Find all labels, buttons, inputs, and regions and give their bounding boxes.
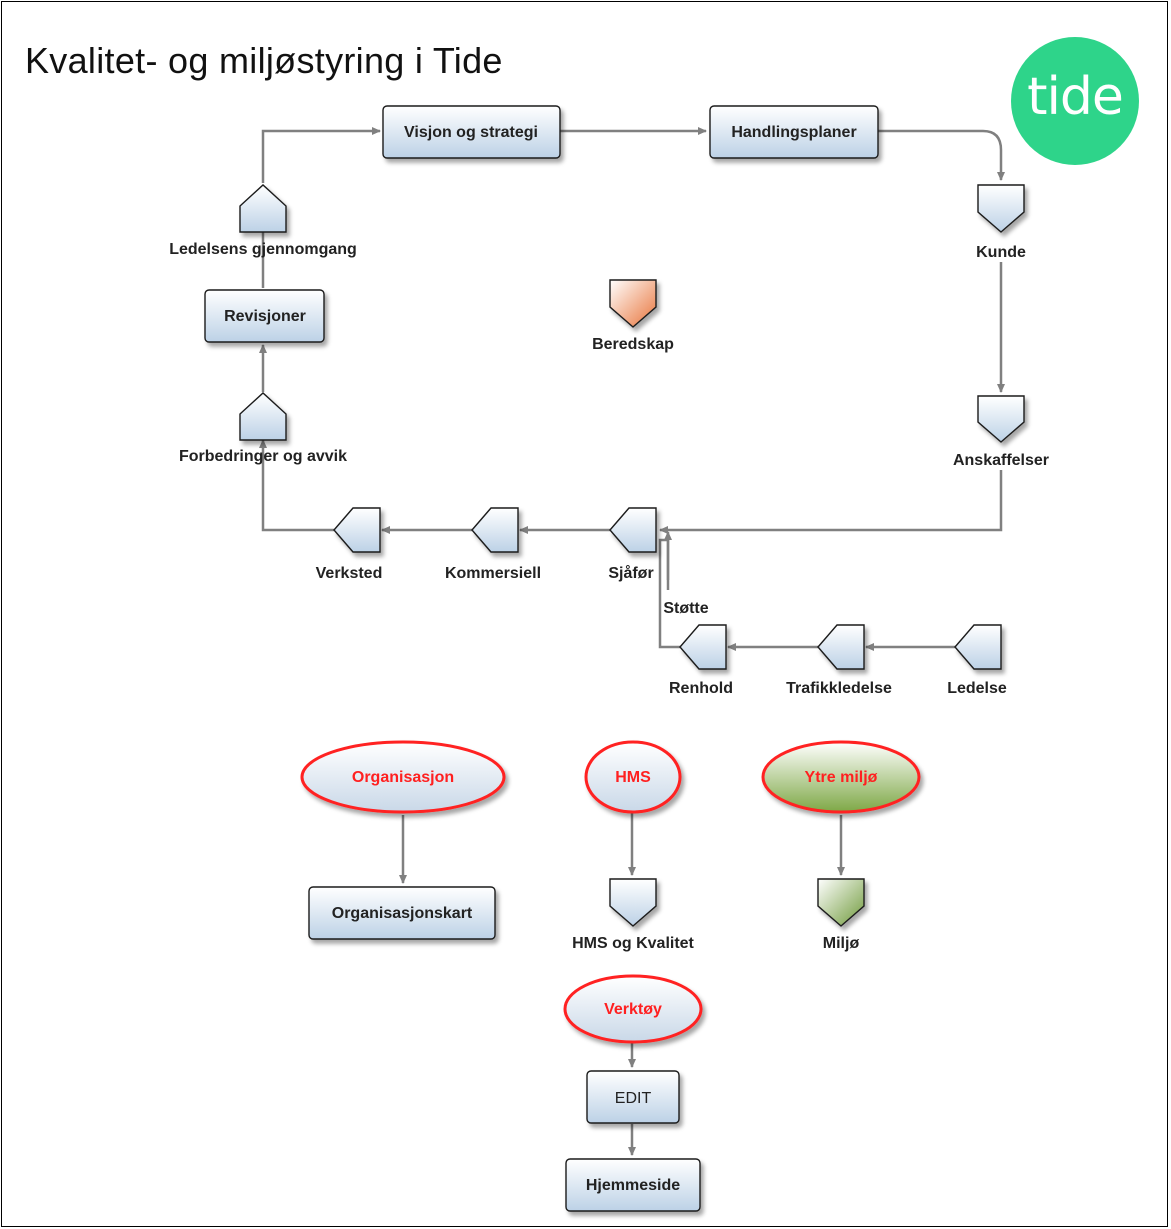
node-label: Kunde: [976, 244, 1026, 261]
node-verksted[interactable]: Verksted: [316, 507, 383, 582]
node-label: Ytre miljø: [805, 769, 878, 786]
node-label: Organisasjonskart: [332, 905, 473, 922]
node-sjafor[interactable]: Sjåfør: [608, 507, 657, 582]
node-hms[interactable]: HMS: [584, 740, 682, 814]
node-organisasjon[interactable]: Organisasjon: [300, 740, 506, 814]
node-hms-kvalitet[interactable]: HMS og Kvalitet: [572, 878, 695, 952]
connectors: [259, 127, 1005, 1156]
node-label: Visjon og strategi: [404, 124, 538, 141]
node-revisjoner[interactable]: Revisjoner: [204, 289, 325, 343]
node-ledelse[interactable]: Ledelse: [947, 624, 1007, 697]
node-ledelsens[interactable]: Ledelsens gjennomgang: [169, 184, 357, 258]
node-label: Ledelse: [947, 680, 1007, 697]
node-trafikkledelse[interactable]: Trafikkledelse: [786, 624, 892, 697]
node-label: Kommersiell: [445, 565, 541, 582]
node-label: Ledelsens gjennomgang: [169, 241, 357, 258]
node-label: Hjemmeside: [586, 1177, 680, 1194]
stotte-label: Støtte: [663, 600, 708, 617]
node-label: Miljø: [823, 935, 860, 952]
connector-ledelsens-visjon: [261, 127, 381, 183]
node-forbedringer[interactable]: Forbedringer og avvik: [179, 392, 347, 465]
node-kunde[interactable]: Kunde: [976, 184, 1026, 261]
node-label: Trafikkledelse: [786, 680, 892, 697]
node-label: Organisasjon: [352, 769, 454, 786]
node-miljo[interactable]: Miljø: [817, 878, 865, 952]
node-label: Revisjoner: [224, 308, 306, 325]
connector-verksted-forbedringer: [259, 439, 334, 532]
logo-text: tide: [1027, 67, 1124, 127]
node-kommersiell[interactable]: Kommersiell: [445, 507, 541, 582]
node-label: Anskaffelser: [953, 452, 1049, 469]
node-hjemmeside[interactable]: Hjemmeside: [565, 1158, 701, 1212]
node-label: Renhold: [669, 680, 733, 697]
connector-renhold-sjafor: [658, 538, 680, 649]
node-label: Verktøy: [604, 1001, 662, 1018]
node-edit[interactable]: EDIT: [586, 1070, 680, 1124]
node-label: HMS og Kvalitet: [572, 935, 694, 952]
node-label: Sjåfør: [608, 564, 653, 582]
node-label: EDIT: [615, 1090, 652, 1107]
node-beredskap[interactable]: Beredskap: [592, 279, 674, 353]
node-anskaffelser[interactable]: Anskaffelser: [953, 395, 1049, 469]
tide-logo: tide: [1011, 37, 1139, 165]
node-label: Beredskap: [592, 336, 674, 353]
node-verktoy[interactable]: Verktøy: [563, 974, 703, 1044]
node-label: Forbedringer og avvik: [179, 448, 347, 465]
connector-handlingsplaner-kunde: [878, 129, 1005, 181]
node-label: Handlingsplaner: [731, 124, 856, 141]
page-title: Kvalitet- og miljøstyring i Tide: [25, 40, 503, 81]
node-handlingsplaner[interactable]: Handlingsplaner: [709, 105, 879, 159]
node-organisasjonskart[interactable]: Organisasjonskart: [308, 886, 496, 940]
node-ytre-miljo[interactable]: Ytre miljø: [761, 740, 921, 814]
node-renhold[interactable]: Renhold: [669, 624, 733, 697]
node-visjon[interactable]: Visjon og strategi: [382, 105, 561, 159]
connector-anskaffelser-sjafor: [659, 470, 1003, 534]
node-label: HMS: [615, 769, 651, 786]
node-label: Verksted: [316, 565, 383, 582]
